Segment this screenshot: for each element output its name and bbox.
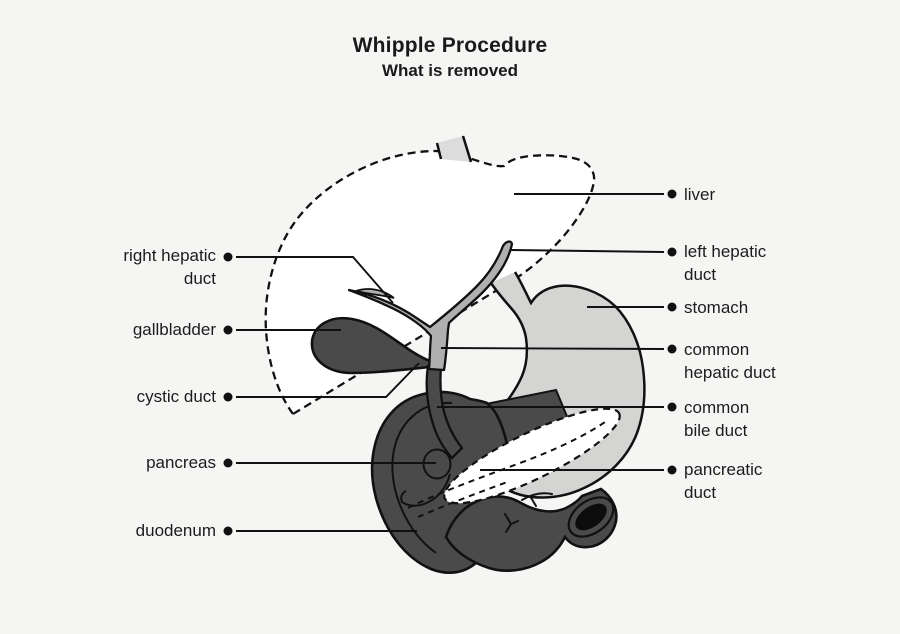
leader-pancreas: [223, 458, 436, 468]
title-block: Whipple Procedure What is removed: [0, 34, 900, 81]
leader-cystic-duct: [223, 362, 420, 402]
label-pancreas: pancreas: [146, 453, 216, 472]
ampulla-loop-line: [422, 448, 452, 480]
leader-duodenum: [223, 526, 417, 536]
leader-left-hepatic-duct: [510, 247, 677, 257]
jejunum-lumen: [575, 503, 607, 531]
leader-gallbladder: [223, 325, 341, 335]
pancreas-tail-shape: [443, 407, 621, 505]
leader-common-bile-duct: [437, 402, 677, 412]
right-hepatic-duct-spur: [352, 288, 395, 299]
label-common-hepatic-duct: common hepatic duct: [684, 340, 776, 382]
leader-stomach: [587, 302, 677, 312]
leader-pancreatic-duct: [480, 465, 677, 475]
stomach-outline: [484, 271, 646, 499]
label-gallbladder: gallbladder: [132, 320, 216, 339]
leader-lines: [223, 189, 677, 536]
label-right-hepatic-duct: right hepatic duct: [123, 246, 216, 288]
label-pancreatic-duct: pancreatic duct: [684, 460, 763, 502]
label-liver: liver: [684, 185, 716, 204]
label-duodenum: duodenum: [135, 521, 216, 540]
pancreatic-duct-dashed-line-2: [417, 480, 511, 518]
common-bile-duct-shape: [425, 364, 464, 460]
hepatic-ducts-shape: [347, 240, 514, 372]
leader-liver: [514, 189, 677, 199]
label-left-hepatic-duct: left hepatic duct: [684, 242, 767, 284]
page-subtitle: What is removed: [381, 61, 519, 80]
vena-cava-stub: [435, 135, 473, 163]
leader-right-hepatic-duct: [223, 252, 394, 304]
jejunum-loop-shape: [444, 487, 618, 572]
label-common-bile-duct: common bile duct: [684, 398, 750, 440]
label-cystic-duct: cystic duct: [136, 387, 216, 406]
label-stomach: stomach: [684, 298, 749, 317]
page-title: Whipple Procedure: [352, 34, 548, 57]
leader-common-hepatic-duct: [440, 344, 677, 354]
gut-fold-marks: [504, 492, 553, 533]
pancreatic-duct-dashed-line: [407, 419, 609, 509]
gallbladder-shape: [310, 316, 432, 375]
